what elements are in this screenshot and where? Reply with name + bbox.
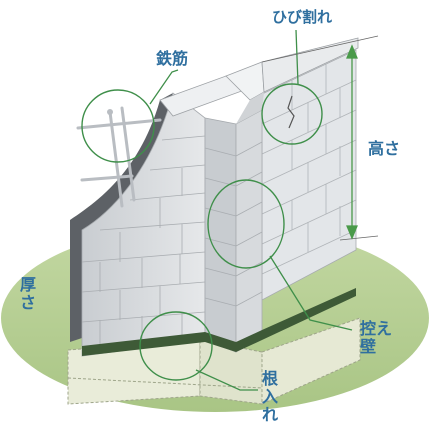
embedment-leader	[195, 369, 258, 391]
crack-mark	[287, 95, 295, 129]
buttress-callout-circle	[207, 179, 285, 269]
rebar-bars	[76, 106, 162, 208]
main-wall-face	[81, 92, 206, 357]
rebar-leader	[149, 69, 179, 105]
embedment-label: 根入れ	[262, 369, 279, 424]
wall-base-band	[82, 288, 356, 356]
height-label: 高さ	[368, 139, 401, 158]
crack-callout-circle	[261, 83, 323, 145]
embedment-callout-circle	[139, 311, 213, 381]
buttress-leader	[269, 255, 353, 331]
buttress-front	[235, 109, 263, 353]
rebar-callout-circle	[81, 89, 155, 163]
wall-cut-edge	[70, 93, 173, 342]
thickness-label: 厚さ	[20, 275, 37, 312]
rebar-label: 鉄筋	[156, 49, 189, 68]
crack-label: ひび割れ	[272, 8, 333, 26]
buttress-label: 控え壁	[360, 319, 393, 356]
crack-leader	[295, 29, 299, 85]
